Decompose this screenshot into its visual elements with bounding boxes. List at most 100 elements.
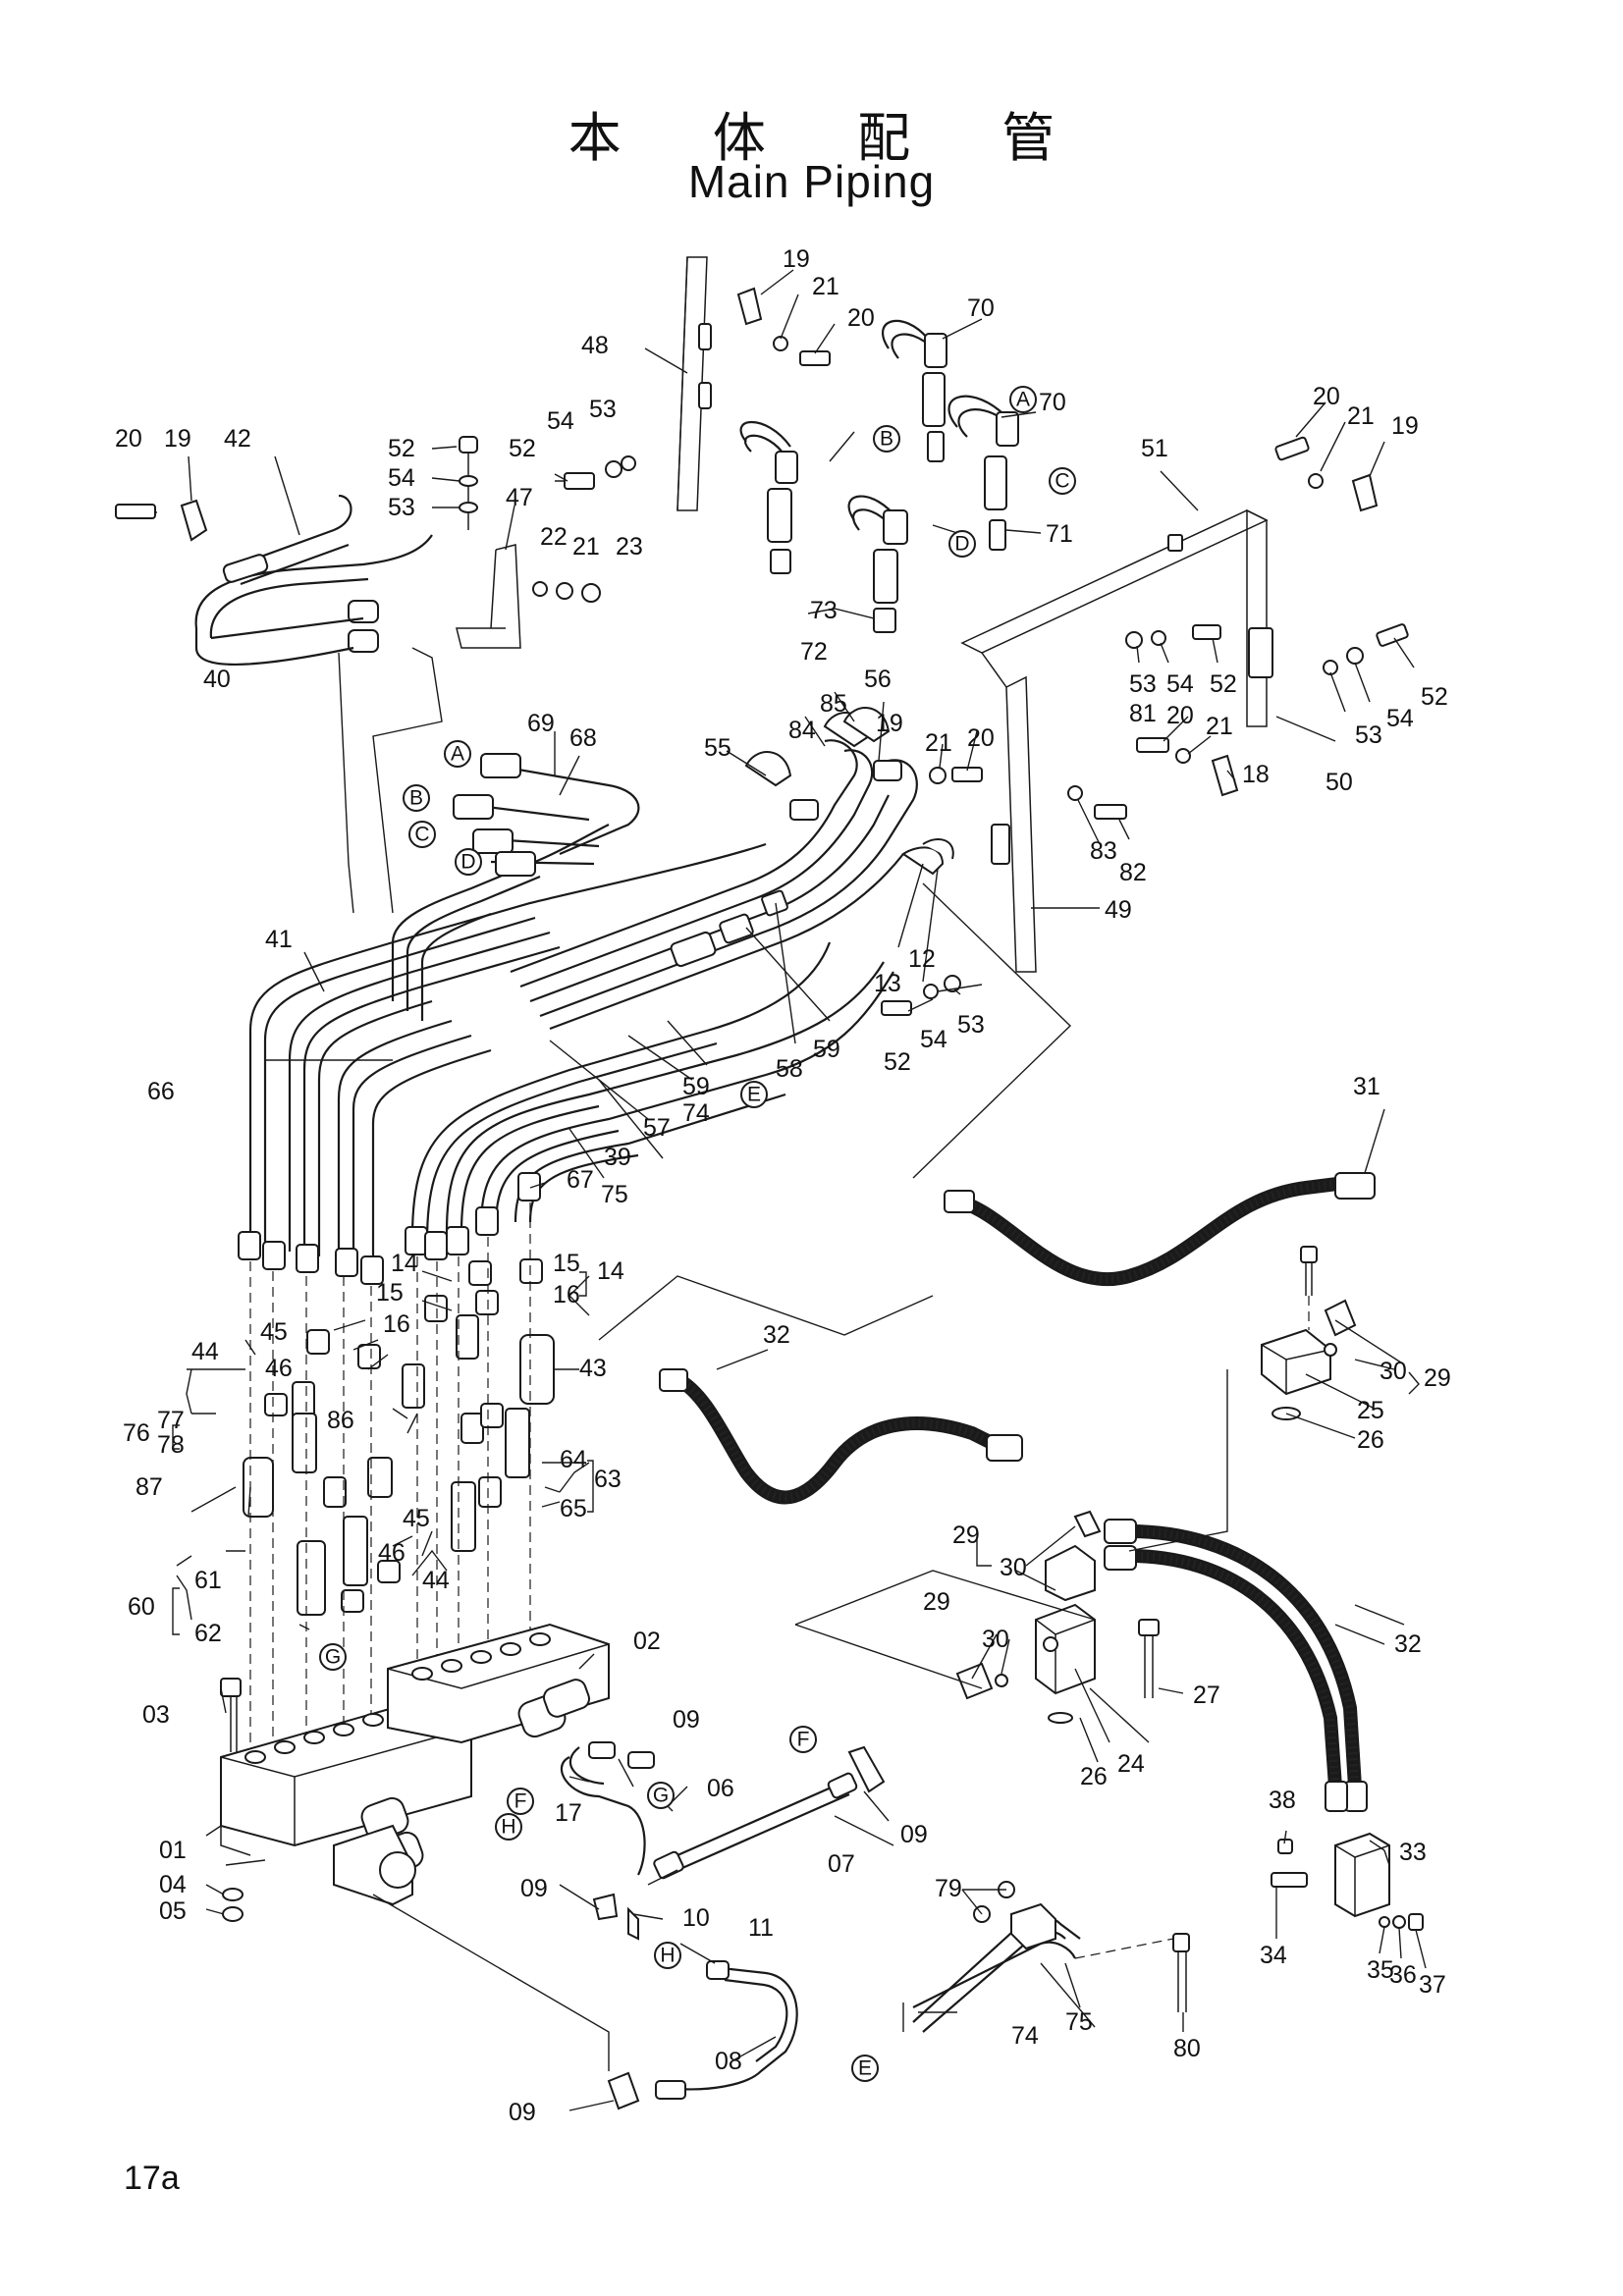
group-brackets	[172, 1271, 1420, 1635]
label-45-a: 45	[260, 1318, 288, 1346]
label-59-left: 59	[682, 1073, 710, 1100]
label-52-mid: 52	[1210, 670, 1237, 698]
label-37: 37	[1419, 1971, 1446, 1999]
label-12: 12	[908, 945, 936, 973]
label-29-top: 29	[1424, 1364, 1451, 1392]
label-08: 08	[715, 2048, 742, 2075]
label-30-mid: 30	[1000, 1554, 1027, 1581]
label-40: 40	[203, 666, 231, 693]
label-75-mid: 75	[601, 1181, 628, 1208]
label-74-low: 74	[1011, 2022, 1039, 2050]
label-20-top: 20	[847, 304, 875, 332]
connector-E-mid: E	[747, 1084, 761, 1106]
label-57: 57	[643, 1114, 671, 1142]
label-21-top: 21	[812, 273, 839, 300]
connector-F-fitting: F	[797, 1729, 810, 1751]
label-73: 73	[810, 597, 838, 624]
connector-A-mid: A	[451, 743, 464, 766]
label-07: 07	[828, 1850, 855, 1878]
label-86: 86	[327, 1407, 354, 1434]
connector-H-fitting: H	[660, 1945, 675, 1967]
label-09-c: 09	[520, 1875, 548, 1902]
label-66: 66	[147, 1078, 175, 1105]
label-21-mid: 21	[1206, 713, 1233, 740]
leader-lines	[176, 269, 1427, 2111]
label-55: 55	[704, 734, 731, 762]
label-42: 42	[224, 425, 251, 453]
label-20-right: 20	[1313, 383, 1340, 410]
part-labels: 19 21 20 70 70 48 71 73 72 20 19 42 52 5…	[115, 245, 1451, 2126]
label-71: 71	[1046, 520, 1073, 548]
label-54-mid: 54	[1166, 670, 1194, 698]
page-number: 17a	[124, 2160, 180, 2197]
label-80: 80	[1173, 2035, 1201, 2062]
title-english: Main Piping	[687, 156, 936, 207]
label-61: 61	[194, 1567, 222, 1594]
label-63: 63	[594, 1466, 622, 1493]
label-32-right: 32	[1394, 1630, 1422, 1658]
label-14-a: 14	[391, 1250, 418, 1277]
label-36: 36	[1389, 1961, 1417, 1989]
label-23: 23	[616, 533, 643, 561]
label-09-b: 09	[900, 1821, 928, 1848]
label-30-top: 30	[1380, 1358, 1407, 1385]
control-valve-body	[220, 1623, 610, 1906]
label-53-b: 53	[589, 396, 617, 423]
connector-G-valve: G	[325, 1646, 341, 1669]
label-29-mid: 29	[952, 1522, 980, 1549]
connector-markers: A B C D A B C D E E F F G G H H	[319, 386, 1076, 2082]
label-09-a: 09	[673, 1706, 700, 1734]
label-53-a: 53	[388, 494, 415, 521]
label-34: 34	[1260, 1942, 1287, 1969]
label-16-a: 16	[383, 1310, 410, 1338]
label-51: 51	[1141, 435, 1168, 462]
label-11: 11	[748, 1914, 774, 1942]
label-46-b: 46	[378, 1539, 406, 1567]
label-70-lower: 70	[1039, 389, 1066, 416]
label-85: 85	[820, 690, 847, 718]
label-72: 72	[800, 638, 828, 666]
label-16-b: 16	[553, 1281, 580, 1308]
label-18: 18	[1242, 761, 1270, 788]
label-76: 76	[123, 1419, 150, 1447]
label-56: 56	[864, 666, 892, 693]
label-24: 24	[1117, 1750, 1145, 1778]
label-77: 77	[157, 1407, 185, 1434]
label-68: 68	[569, 724, 597, 752]
connector-C-top: C	[1055, 470, 1069, 493]
label-79: 79	[935, 1875, 962, 1902]
label-53-right: 53	[1355, 721, 1382, 749]
label-74-mid: 74	[682, 1099, 710, 1127]
label-64: 64	[560, 1446, 587, 1473]
fittings-row	[238, 1172, 555, 1616]
label-21-right: 21	[1347, 402, 1375, 430]
label-67: 67	[567, 1166, 594, 1194]
label-25: 25	[1357, 1397, 1384, 1424]
label-20-mid2: 20	[967, 724, 995, 752]
label-87: 87	[135, 1473, 163, 1501]
label-15-b: 15	[553, 1250, 580, 1277]
label-26-top: 26	[1357, 1426, 1384, 1454]
label-59-right: 59	[813, 1036, 840, 1063]
connector-B-mid: B	[409, 787, 423, 810]
label-14-b: 14	[597, 1257, 624, 1285]
label-84: 84	[788, 717, 816, 744]
label-83: 83	[1090, 837, 1117, 865]
connector-H-valve: H	[501, 1816, 515, 1839]
connector-C-mid: C	[414, 824, 429, 846]
label-10: 10	[682, 1904, 710, 1932]
label-35: 35	[1367, 1956, 1394, 1984]
label-38: 38	[1269, 1787, 1296, 1814]
label-32-mid: 32	[763, 1321, 790, 1349]
label-45-b: 45	[403, 1505, 430, 1532]
label-21-b: 21	[572, 533, 600, 561]
label-17: 17	[555, 1799, 582, 1827]
label-52-b: 52	[509, 435, 536, 462]
label-21-mid2: 21	[925, 729, 952, 757]
label-50: 50	[1325, 769, 1353, 796]
label-44-a: 44	[191, 1338, 219, 1365]
label-19-right: 19	[1391, 412, 1419, 440]
connector-A-top: A	[1016, 389, 1030, 411]
title-japanese: 本 体 配 管	[568, 107, 1093, 169]
